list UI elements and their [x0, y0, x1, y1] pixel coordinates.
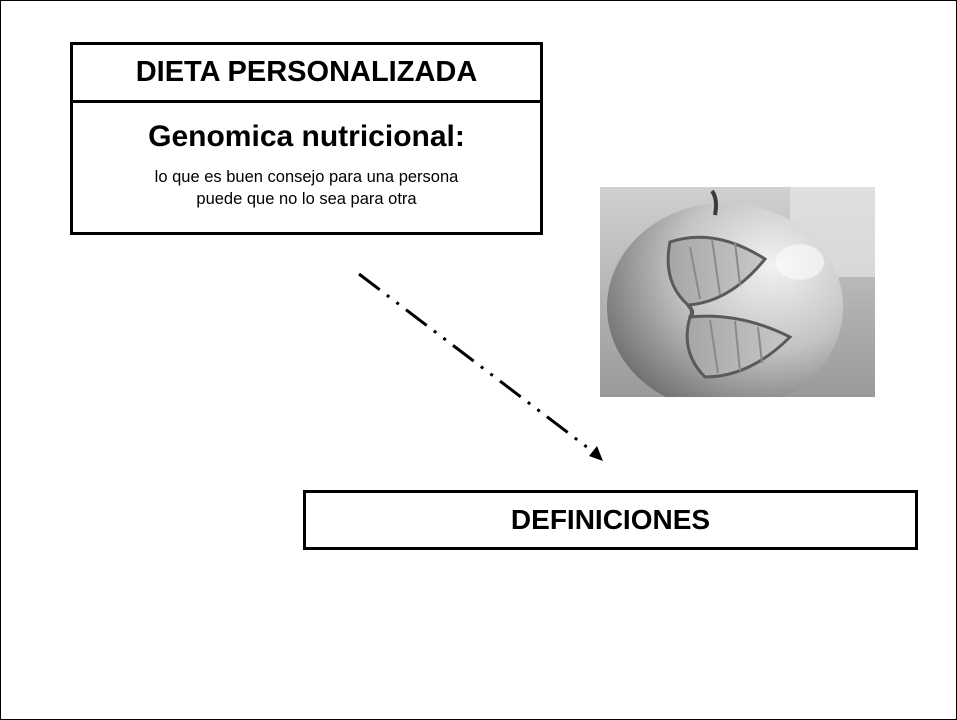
description-line-2: puede que no lo sea para otra [196, 190, 417, 208]
definitions-box: DEFINICIONES [303, 490, 918, 550]
apple-dna-image [600, 187, 875, 397]
definitions-label: DEFINICIONES [510, 504, 711, 535]
title-box: DIETA PERSONALIZADA [70, 42, 543, 103]
slide-title: DIETA PERSONALIZADA [135, 56, 478, 88]
description-line-1: lo que es buen consejo para una persona [154, 168, 459, 186]
dash-dot-arrow [358, 272, 603, 461]
description: lo que es buen consejo para una persona … [73, 166, 540, 210]
subtitle-box: Genomica nutricional: lo que es buen con… [70, 100, 543, 235]
subheading: Genomica nutricional: [148, 120, 465, 153]
